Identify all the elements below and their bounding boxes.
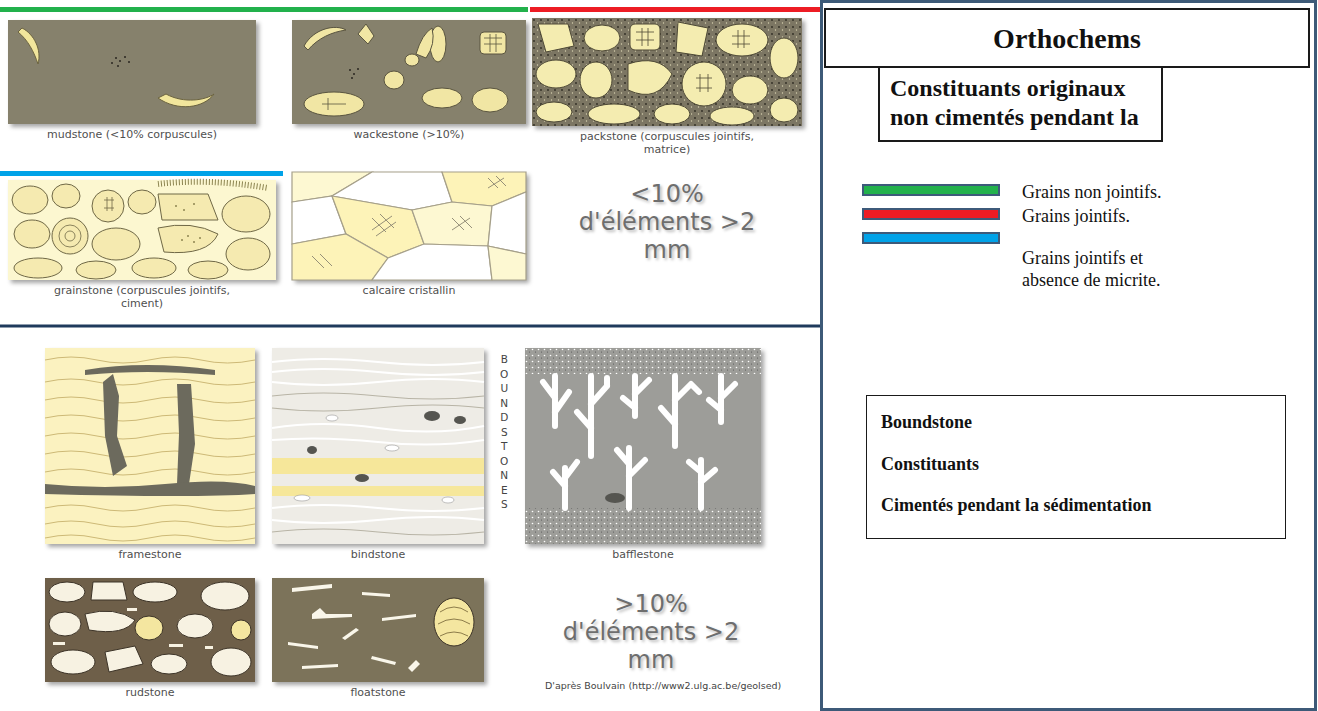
texture-panel: bindstone: [272, 348, 484, 561]
texture-panel: rudstone: [45, 578, 255, 699]
texture-panel: grainstone (corpuscules jointifs, ciment…: [8, 180, 276, 310]
mudstone-picture: [8, 20, 256, 124]
bindstone-picture: [272, 348, 484, 544]
legend-text: Grains jointifs.: [1022, 205, 1302, 227]
texture-panel: bafflestone: [525, 348, 761, 561]
bafflestone-picture: [525, 348, 761, 544]
legend-swatch: [862, 208, 1000, 220]
threshold-note: >10% d'éléments >2 mm: [556, 590, 746, 674]
texture-panel: framestone: [45, 348, 255, 561]
legend-text: Grains non jointifs.: [1022, 181, 1302, 203]
source-note: D'après Boulvain (http://www2.ulg.ac.be/…: [545, 680, 807, 692]
texture-caption: mudstone (<10% corpuscules): [8, 128, 256, 141]
legend-swatch: [862, 184, 1000, 196]
box-text: Constituants: [881, 452, 1271, 476]
texture-panel: calcaire cristallin: [292, 172, 526, 297]
group-bar: [0, 7, 528, 12]
packstone-picture: [532, 18, 802, 126]
texture-panel: wackestone (>10%): [292, 20, 526, 141]
crystalline-picture: [292, 172, 526, 280]
threshold-note: <10% d'éléments >2 mm: [572, 180, 762, 264]
legend-swatch: [862, 232, 1000, 244]
box-heading: Boundstone: [881, 410, 1271, 434]
group-bar: [530, 7, 820, 12]
definition-box: BoundstoneConstituantsCimentés pendant l…: [866, 395, 1286, 539]
box-text: Cimentés pendant la sédimentation: [881, 490, 1161, 520]
rudstone-picture: [45, 578, 255, 682]
texture-caption: bindstone: [272, 548, 484, 561]
vertical-label: BOUNDSTONES: [499, 352, 510, 512]
divider-line: [0, 325, 821, 328]
group-bar: [0, 171, 283, 176]
texture-caption: grainstone (corpuscules jointifs, ciment…: [47, 284, 237, 310]
definition-box: Constituants originaux non cimentés pend…: [878, 66, 1163, 142]
box-heading: Constituants originaux non cimentés pend…: [890, 74, 1151, 132]
box-heading: Orthochems: [836, 22, 1298, 56]
texture-panel: packstone (corpuscules jointifs, matrice…: [532, 18, 802, 156]
texture-caption: bafflestone: [525, 548, 761, 561]
framestone-picture: [45, 348, 255, 544]
texture-caption: wackestone (>10%): [292, 128, 526, 141]
texture-caption: framestone: [45, 548, 255, 561]
wackestone-picture: [292, 20, 526, 124]
floatstone-picture: [272, 578, 484, 682]
grainstone-picture: [8, 180, 276, 280]
texture-panel: mudstone (<10% corpuscules): [8, 20, 256, 141]
texture-panel: floatstone: [272, 578, 484, 699]
texture-caption: packstone (corpuscules jointifs, matrice…: [572, 130, 762, 156]
texture-caption: calcaire cristallin: [292, 284, 526, 297]
title-box: Orthochems: [824, 8, 1310, 68]
panel-frame: [822, 2, 1316, 710]
texture-caption: rudstone: [45, 686, 255, 699]
texture-caption: floatstone: [272, 686, 484, 699]
legend-text: Grains jointifs et absence de micrite.: [1022, 247, 1200, 291]
